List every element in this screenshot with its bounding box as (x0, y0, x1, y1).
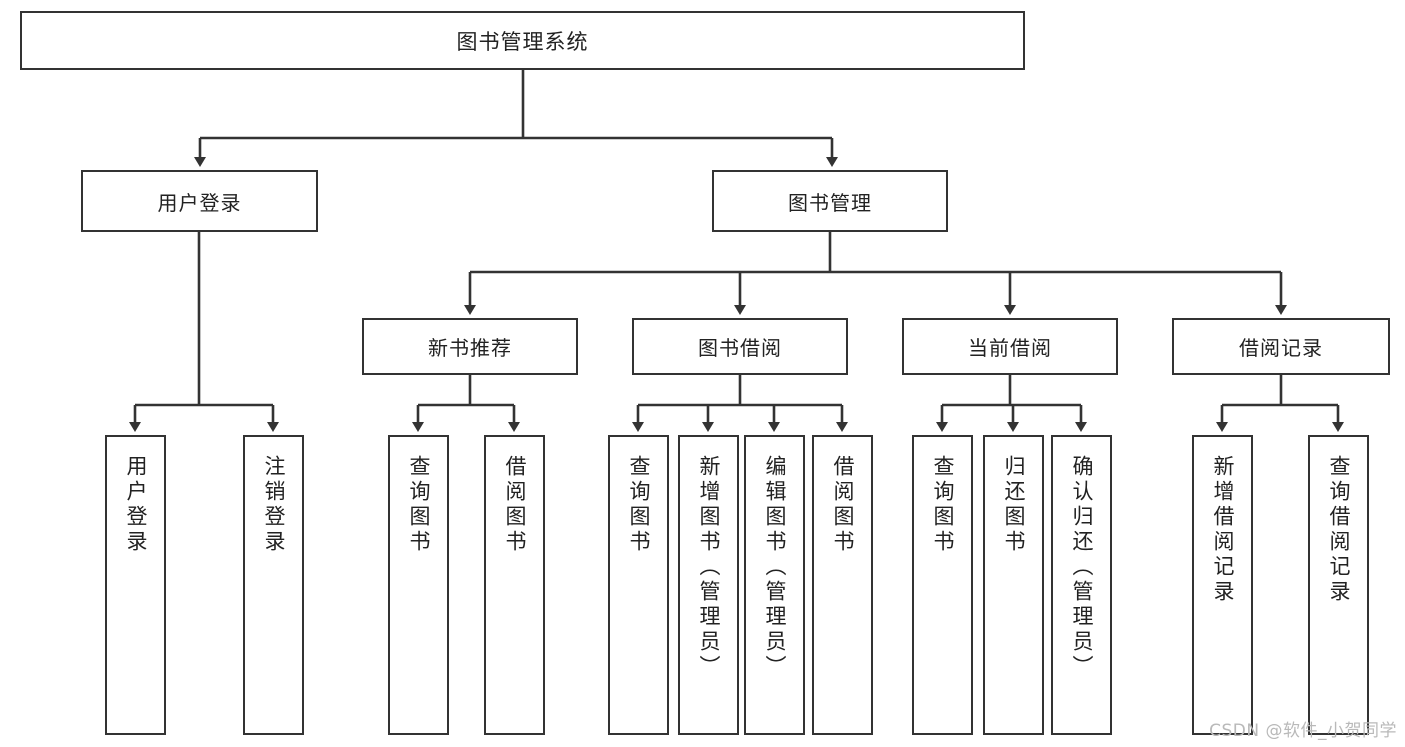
node-user-login[interactable]: 用户登录 (81, 170, 318, 232)
node-borrow-record[interactable]: 借阅记录 (1172, 318, 1390, 375)
watermark: CSDN @软件_小贺同学 (1209, 721, 1397, 741)
leaf-add-book-admin[interactable]: 新增图书（管理员） (678, 435, 739, 735)
leaf-edit-book-admin-label: 编辑图书（管理员） (763, 455, 787, 680)
leaf-logout[interactable]: 注销登录 (243, 435, 304, 735)
node-book-management-label: 图书管理 (788, 190, 872, 215)
leaf-user-login[interactable]: 用户登录 (105, 435, 166, 735)
leaf-newbook-borrow-book[interactable]: 借阅图书 (484, 435, 545, 735)
node-new-book-recommend[interactable]: 新书推荐 (362, 318, 578, 375)
leaf-current-query-book-label: 查询图书 (931, 455, 955, 555)
node-book-management[interactable]: 图书管理 (712, 170, 948, 232)
leaf-query-borrow-record[interactable]: 查询借阅记录 (1308, 435, 1369, 735)
leaf-confirm-return-admin[interactable]: 确认归还（管理员） (1051, 435, 1112, 735)
leaf-borrow-query-book-label: 查询图书 (627, 455, 651, 555)
leaf-borrow-query-book[interactable]: 查询图书 (608, 435, 669, 735)
node-current-borrow-label: 当前借阅 (968, 336, 1052, 360)
node-user-login-label: 用户登录 (157, 190, 242, 215)
node-book-borrow-label: 图书借阅 (698, 336, 782, 360)
node-new-book-recommend-label: 新书推荐 (428, 336, 512, 360)
leaf-add-book-admin-label: 新增图书（管理员） (697, 455, 721, 680)
leaf-query-borrow-record-label: 查询借阅记录 (1327, 455, 1351, 605)
node-book-borrow[interactable]: 图书借阅 (632, 318, 848, 375)
leaf-edit-book-admin[interactable]: 编辑图书（管理员） (744, 435, 805, 735)
leaf-return-book[interactable]: 归还图书 (983, 435, 1044, 735)
node-current-borrow[interactable]: 当前借阅 (902, 318, 1118, 375)
leaf-borrow-book-label: 借阅图书 (831, 455, 855, 555)
leaf-return-book-label: 归还图书 (1002, 455, 1026, 555)
leaf-newbook-query-book[interactable]: 查询图书 (388, 435, 449, 735)
node-root[interactable]: 图书管理系统 (20, 11, 1025, 70)
leaf-current-query-book[interactable]: 查询图书 (912, 435, 973, 735)
leaf-logout-label: 注销登录 (262, 455, 286, 555)
leaf-borrow-book[interactable]: 借阅图书 (812, 435, 873, 735)
node-root-label: 图书管理系统 (456, 29, 589, 54)
leaf-newbook-query-book-label: 查询图书 (407, 455, 431, 555)
leaf-add-borrow-record[interactable]: 新增借阅记录 (1192, 435, 1253, 735)
leaf-newbook-borrow-book-label: 借阅图书 (503, 455, 527, 555)
node-borrow-record-label: 借阅记录 (1239, 336, 1323, 360)
leaf-confirm-return-admin-label: 确认归还（管理员） (1070, 455, 1094, 680)
leaf-add-borrow-record-label: 新增借阅记录 (1211, 455, 1235, 605)
leaf-user-login-label: 用户登录 (124, 455, 148, 555)
